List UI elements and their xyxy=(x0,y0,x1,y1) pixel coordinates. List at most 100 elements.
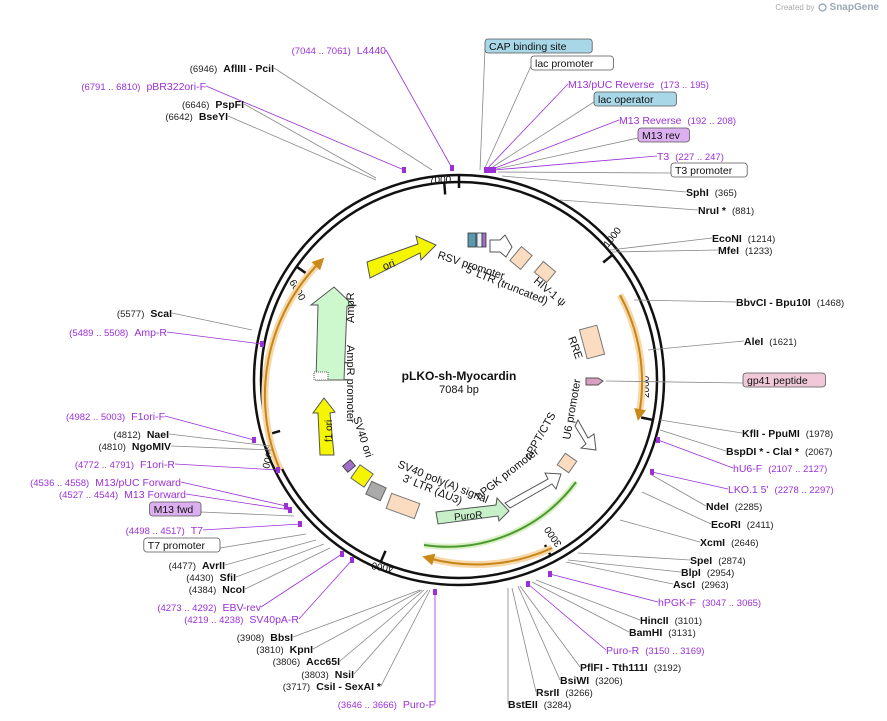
label-box xyxy=(742,372,826,388)
map-label-pflfi[interactable]: PflFI - Tth111I(3192) xyxy=(580,662,681,674)
feature-arcs xyxy=(261,257,646,568)
map-label-lko15[interactable]: LKO.1 5'(2278 .. 2297) xyxy=(728,484,834,496)
map-label-ecori[interactable]: EcoRI(2411) xyxy=(711,519,774,531)
plasmid-length: 7084 bp xyxy=(439,384,479,396)
leader-line xyxy=(168,433,271,447)
map-label-purof[interactable]: (3646 .. 3666)Puro-F xyxy=(338,699,435,711)
map-label-f1orir[interactable]: (4772 .. 4791)F1ori-R xyxy=(75,459,176,471)
map-label-afliii[interactable]: (6946)AflIII - PciI xyxy=(190,63,274,75)
map-label-naei[interactable]: (4812)NaeI xyxy=(113,429,169,441)
map-label-csii[interactable]: (3717)CsiI - SexAI * xyxy=(283,681,382,693)
label-coord: (3206) xyxy=(595,676,622,687)
label-name: NcoI xyxy=(222,584,245,596)
map-label-ebvrev[interactable]: (4273 .. 4292)EBV-rev xyxy=(157,602,261,614)
arc-5ltr xyxy=(616,293,646,416)
label-text: (3908)BbsI xyxy=(237,632,293,644)
map-label-puror[interactable]: Puro-R(3150 .. 3169) xyxy=(606,645,704,657)
label-text: (4430)SfiI xyxy=(186,572,236,584)
leader-line xyxy=(535,579,641,621)
map-label-m13fwd[interactable]: M13 fwd xyxy=(149,501,202,517)
map-label-m13_reverse[interactable]: M13 Reverse(192 .. 208) xyxy=(619,115,736,127)
leader-line xyxy=(292,589,421,638)
map-label-ngomiv[interactable]: (4810)NgoMIV xyxy=(98,441,171,453)
leader-line xyxy=(180,481,287,507)
map-label-asci[interactable]: AscI(2963) xyxy=(673,579,729,591)
scale-tick-mark xyxy=(295,265,308,275)
label-text: (4219 .. 4238)SV40pA-R xyxy=(184,614,299,626)
map-label-xcmi[interactable]: XcmI(2646) xyxy=(700,537,759,549)
map-label-nsii[interactable]: (3803)NsiI xyxy=(301,669,354,681)
map-label-acc65i[interactable]: (3806)Acc65I xyxy=(273,656,340,668)
leader-line xyxy=(298,559,353,620)
map-label-ncoi[interactable]: (4384)NcoI xyxy=(189,584,245,596)
map-label-bspdi[interactable]: BspDI * - ClaI *(2067) xyxy=(726,446,832,458)
leader-line xyxy=(567,559,682,573)
map-label-kfli[interactable]: KflI - PpuMI(1978) xyxy=(742,428,833,440)
map-label-hu6f[interactable]: hU6-F(2107 .. 2127) xyxy=(733,463,827,475)
map-label-spei[interactable]: SpeI(2874) xyxy=(690,555,746,567)
map-label-hpgkf[interactable]: hPGK-F(3047 .. 3065) xyxy=(658,597,761,609)
map-label-econi[interactable]: EcoNI(1214) xyxy=(712,233,775,245)
label-name: gp41 peptide xyxy=(747,375,808,387)
map-label-f1orif[interactable]: (4982 .. 5003)F1ori-F xyxy=(66,411,165,423)
leader-line xyxy=(519,585,581,668)
label-text: (4982 .. 5003)F1ori-F xyxy=(66,411,165,423)
map-label-kpni[interactable]: (3810)KpnI xyxy=(256,644,313,656)
label-name: BbsI xyxy=(270,632,293,644)
map-label-bseyi[interactable]: (6642)BseYI xyxy=(165,111,228,123)
label-name: ScaI xyxy=(150,308,172,320)
map-label-nrui[interactable]: NruI *(881) xyxy=(698,205,754,217)
map-label-mfei[interactable]: MfeI(1233) xyxy=(718,245,772,257)
label-coord: (1978) xyxy=(806,429,833,440)
map-label-alei[interactable]: AleI(1621) xyxy=(744,336,797,348)
map-label-bbsi[interactable]: (3908)BbsI xyxy=(237,632,293,644)
plasmid-center: pLKO-sh-Myocardin 7084 bp xyxy=(402,369,517,396)
map-label-hincii[interactable]: HincII(3101) xyxy=(640,615,702,627)
map-label-ampr_p[interactable]: (5489 .. 5508)Amp-R xyxy=(69,327,167,339)
label-text: EcoNI(1214) xyxy=(712,233,775,245)
map-label-sfii[interactable]: (4430)SfiI xyxy=(186,572,236,584)
label-coord: (3047 .. 3065) xyxy=(702,598,761,609)
map-label-m13forward[interactable]: (4527 .. 4544)M13 Forward xyxy=(59,489,186,501)
map-label-gp41[interactable]: gp41 peptide xyxy=(742,372,826,388)
label-name: CAP binding site xyxy=(489,41,567,53)
map-label-m13rev[interactable]: M13 rev xyxy=(637,127,690,143)
map-label-ndei[interactable]: NdeI(2285) xyxy=(706,501,762,513)
label-name: NruI * xyxy=(698,205,727,217)
label-text: (4536 .. 4558)M13/pUC Forward xyxy=(30,477,181,489)
map-label-m13pucfwd[interactable]: (4536 .. 4558)M13/pUC Forward xyxy=(30,477,181,489)
map-label-rsrii[interactable]: RsrII(3266) xyxy=(536,687,593,699)
map-label-bamhi[interactable]: BamHI(3131) xyxy=(629,627,696,639)
label-name: M13/pUC Reverse xyxy=(568,79,655,91)
leader-line xyxy=(353,589,429,675)
leader-line xyxy=(200,511,295,517)
leader-line xyxy=(185,493,291,511)
map-label-bbvci[interactable]: BbvCI - Bpu10I(1468) xyxy=(736,297,844,309)
map-label-l4440[interactable]: (7044 .. 7061)L4440 xyxy=(292,45,387,57)
label-name: SV40pA-R xyxy=(249,614,299,626)
leader-line xyxy=(224,539,317,566)
map-label-sv40par[interactable]: (4219 .. 4238)SV40pA-R xyxy=(184,614,299,626)
map-label-cap[interactable]: CAP binding site xyxy=(484,38,593,54)
map-label-sphi[interactable]: SphI(365) xyxy=(686,187,737,199)
label-text: (3803)NsiI xyxy=(301,669,354,681)
map-label-lacprom[interactable]: lac promoter xyxy=(530,55,614,71)
label-name: BstEII xyxy=(508,699,538,711)
map-label-lacop[interactable]: lac operator xyxy=(593,91,677,107)
map-label-blpi[interactable]: BlpI(2954) xyxy=(681,567,734,579)
label-text: AscI(2963) xyxy=(673,579,729,591)
label-coord: (2411) xyxy=(747,520,774,531)
map-label-t3[interactable]: T3(227 .. 247) xyxy=(657,151,724,163)
map-label-bsiwi[interactable]: BsiWI(3206) xyxy=(560,675,623,687)
map-label-t7prom[interactable]: T7 promoter xyxy=(143,537,221,553)
map-label-m13puc_rev[interactable]: M13/pUC Reverse(173 .. 195) xyxy=(568,79,709,91)
map-label-scai[interactable]: (5577)ScaI xyxy=(117,308,172,320)
map-label-pspfi[interactable]: (6646)PspFI xyxy=(182,99,244,111)
map-label-pbr322[interactable]: (6791 .. 6810)pBR322ori-F xyxy=(81,81,206,93)
map-label-t7[interactable]: (4498 .. 4517)T7 xyxy=(126,525,204,537)
map-label-avrii[interactable]: (4477)AvrII xyxy=(169,560,226,572)
map-label-bsteii[interactable]: BstEII(3284) xyxy=(508,699,571,711)
label-name: CsiI - SexAI * xyxy=(316,681,382,693)
map-label-t3prom[interactable]: T3 promoter xyxy=(670,162,748,178)
